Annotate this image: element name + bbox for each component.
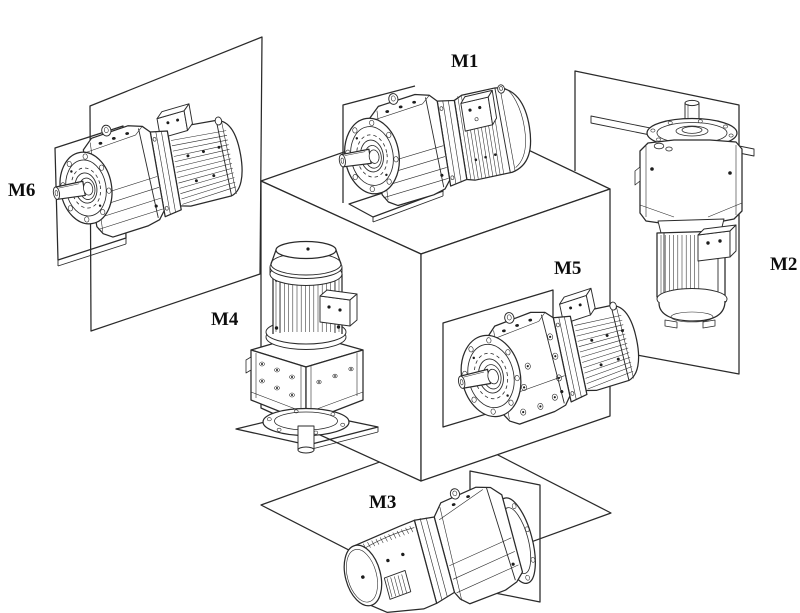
label-m2: M2 xyxy=(770,254,797,275)
label-m6: M6 xyxy=(8,180,35,201)
m2-wall-plane xyxy=(574,70,740,375)
motor-m3 xyxy=(343,486,536,613)
motor-m5 xyxy=(458,287,640,425)
motor-m6 xyxy=(52,103,243,238)
motor-m2 xyxy=(590,99,755,329)
label-m5: M5 xyxy=(554,258,581,279)
label-m4: M4 xyxy=(211,309,239,330)
m1-wall-plane xyxy=(342,85,416,203)
m6-wall-plane xyxy=(89,36,263,332)
motor-m1 xyxy=(338,84,532,207)
label-m1: M1 xyxy=(451,51,478,72)
m6-flange-plate xyxy=(54,125,127,267)
label-m3: M3 xyxy=(369,492,396,513)
motor-m4 xyxy=(245,240,364,454)
